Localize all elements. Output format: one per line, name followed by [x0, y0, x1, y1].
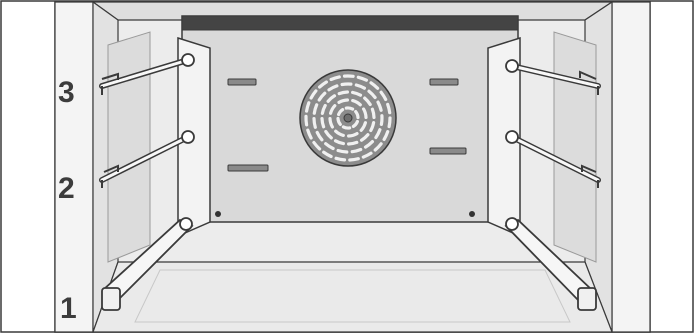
level-label-3: 3 [58, 76, 75, 109]
back-slot [228, 165, 268, 171]
level-label-1: 1 [60, 292, 77, 325]
fan-slot [372, 109, 374, 117]
fan-slot [349, 142, 357, 144]
fan-hub [344, 114, 352, 122]
fan-slot [336, 158, 344, 160]
fan-slot [339, 92, 347, 94]
back-slot [430, 79, 458, 85]
level-label-2: 2 [58, 172, 75, 205]
fan-grille-icon [300, 70, 396, 166]
fan-slot [346, 108, 352, 109]
back-slot [228, 79, 256, 85]
fan-slot [381, 116, 382, 125]
screw [215, 211, 221, 217]
fan-slot [314, 119, 315, 128]
fan-slot [350, 159, 359, 160]
fan-slot [338, 151, 347, 153]
fan-slot [322, 119, 324, 127]
fan-slot [342, 84, 351, 85]
fan-slot [306, 116, 307, 125]
fan-slot [343, 127, 349, 128]
fan-slot [388, 104, 390, 112]
fan-slot [389, 118, 390, 127]
back-slot [430, 148, 466, 154]
screw [469, 211, 475, 217]
